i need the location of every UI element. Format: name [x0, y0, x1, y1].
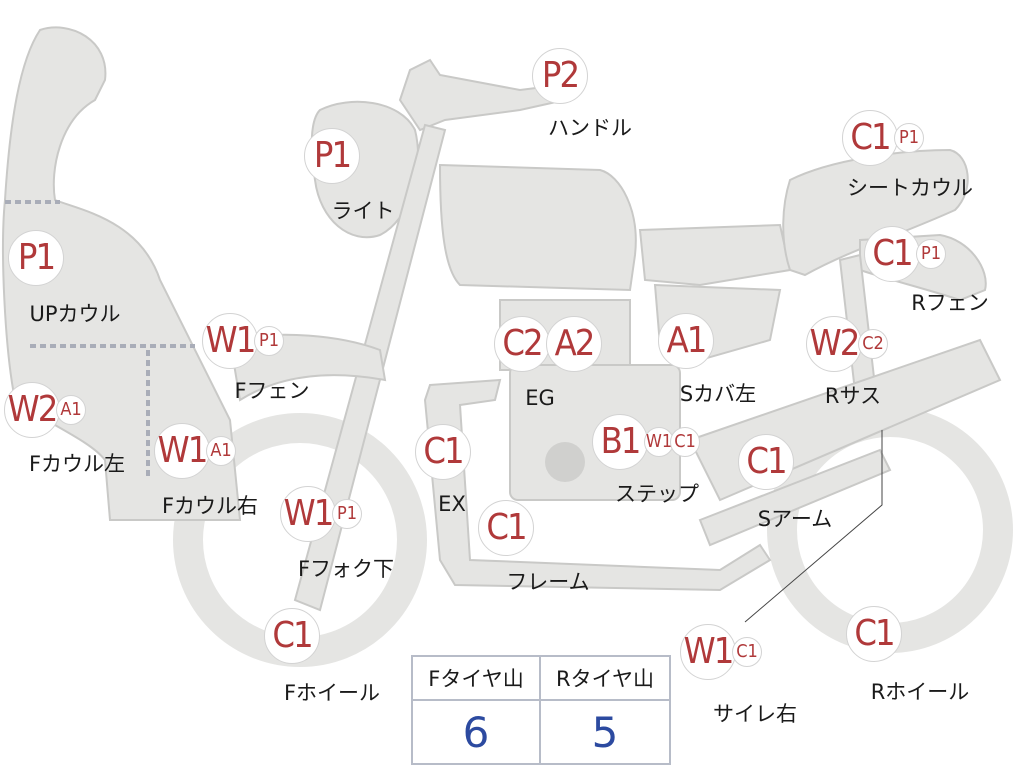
frame-shape [423, 378, 772, 592]
seat-shape [638, 223, 792, 287]
fcowlr-marker: W1 A1 [154, 423, 236, 479]
light-marker: P1 [304, 128, 360, 184]
step-marker: B1 W1 C1 [592, 414, 700, 470]
sarm-marker: C1 [738, 434, 794, 490]
code-badge: A1 [206, 436, 236, 466]
code-badge: P1 [916, 239, 946, 269]
code-badge: C1 [670, 427, 700, 457]
rfender-marker: C1 P1 [864, 226, 946, 282]
code-badge: W2 [806, 316, 862, 372]
tire-tread-table: Fタイヤ山 Rタイヤ山 6 5 [411, 655, 671, 765]
code-badge: A2 [546, 316, 602, 372]
code-badge: W1 [280, 486, 336, 542]
upcowl-label: UPカウル [29, 302, 121, 326]
code-badge: C1 [415, 424, 471, 480]
code-badge: C1 [738, 434, 794, 490]
ffork-label: Fフォク下 [297, 557, 395, 581]
code-badge: W1 [154, 423, 210, 479]
code-badge: W2 [4, 382, 60, 438]
fwheel-marker: C1 [264, 608, 320, 664]
silencer-shape [698, 448, 892, 547]
silencer-leader-line [744, 430, 883, 623]
seatcowl-label: シートカウル [847, 176, 973, 200]
code-badge: A1 [56, 395, 86, 425]
light-label: ライト [331, 199, 395, 223]
ffork-marker: W1 P1 [280, 486, 362, 542]
ffender-label: Fフェン [234, 379, 310, 403]
code-badge: C1 [864, 226, 920, 282]
scover-label: Sカバ左 [679, 382, 757, 406]
rear-tire-value: 5 [591, 707, 619, 757]
ex-marker: C1 [415, 424, 471, 480]
rwheel-label: Rホイール [870, 680, 970, 704]
rear-tire-header: Rタイヤ山 [541, 657, 669, 701]
code-badge: C1 [478, 500, 534, 556]
code-badge: W1 [202, 313, 258, 369]
frame-marker: C1 [478, 500, 534, 556]
code-badge: A1 [658, 313, 714, 369]
seatcowl-marker: C1 P1 [842, 110, 924, 166]
sarm-label: Sアーム [757, 507, 833, 531]
ffender-marker: W1 P1 [202, 313, 284, 369]
eg-marker: C2 A2 [494, 316, 602, 372]
front-tire-value: 6 [413, 701, 541, 763]
code-badge: B1 [592, 414, 648, 470]
code-badge: C2 [858, 329, 888, 359]
code-badge: C1 [264, 608, 320, 664]
code-badge: W1 [644, 427, 674, 457]
fcowll-marker: W2 A1 [4, 382, 86, 438]
code-badge: W1 [680, 624, 736, 680]
fwheel-label: Fホイール [283, 681, 381, 705]
upcowl-marker: P1 [8, 230, 64, 286]
handle-marker: P2 [532, 48, 588, 104]
code-badge: C1 [732, 637, 762, 667]
rfender-label: Rフェン [911, 291, 989, 315]
silencer-label: サイレ右 [713, 702, 797, 726]
rwheel-marker: C1 [846, 606, 902, 662]
code-badge: P1 [332, 499, 362, 529]
ex-label: EX [438, 492, 466, 516]
code-badge: C1 [846, 606, 902, 662]
scover-marker: A1 [658, 313, 714, 369]
code-badge: P1 [8, 230, 64, 286]
code-badge: C2 [494, 316, 550, 372]
front-tire-header: Fタイヤ山 [413, 657, 541, 701]
code-badge: P1 [304, 128, 360, 184]
step-label: ステップ [615, 482, 699, 506]
code-badge: P2 [532, 48, 588, 104]
frame-label: フレーム [506, 570, 590, 594]
fuel-tank-shape [438, 163, 637, 292]
eg-label: EG [525, 386, 555, 410]
code-badge: P1 [254, 326, 284, 356]
handle-label: ハンドル [548, 116, 632, 140]
code-badge: P1 [894, 123, 924, 153]
rsus-marker: W2 C2 [806, 316, 888, 372]
fcowll-label: Fカウル左 [28, 452, 126, 476]
rsus-label: Rサス [824, 384, 882, 408]
fcowlr-label: Fカウル右 [161, 494, 259, 518]
silencer-marker: W1 C1 [680, 624, 762, 680]
engine-round-shape [545, 442, 585, 482]
code-badge: C1 [842, 110, 898, 166]
